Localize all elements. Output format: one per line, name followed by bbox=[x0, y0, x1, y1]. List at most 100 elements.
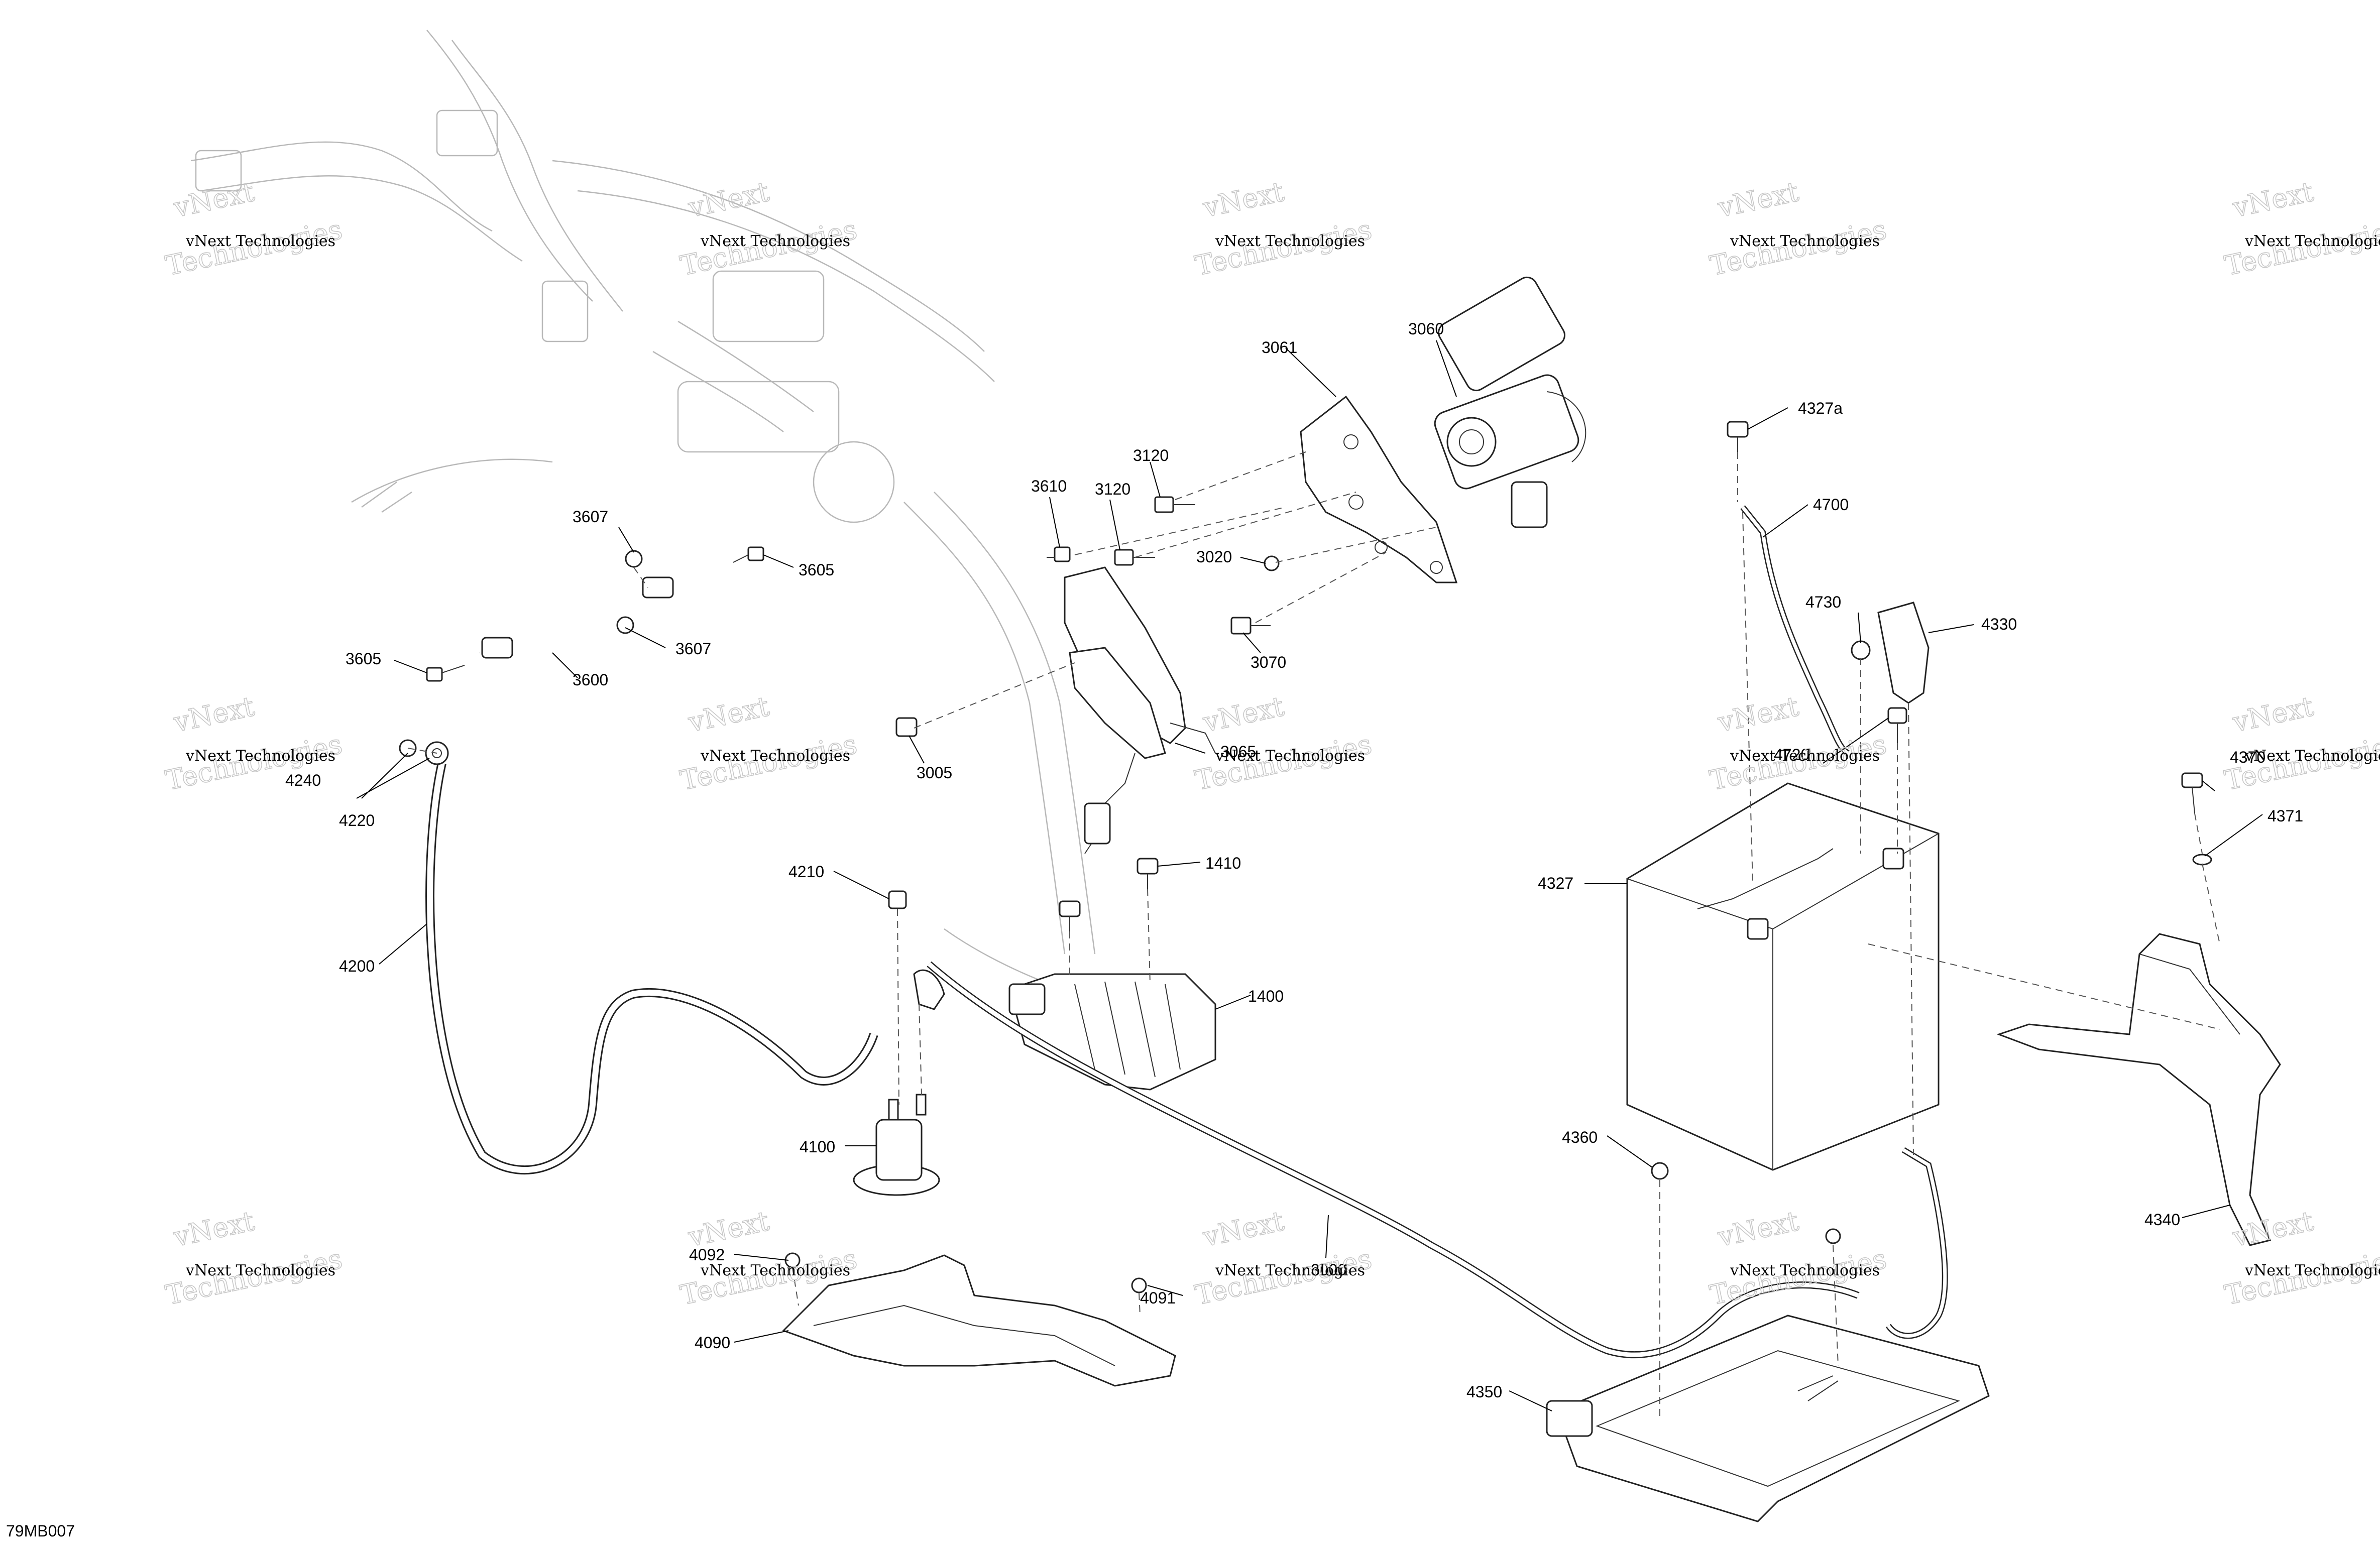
svg-text:vNext Technologies: vNext Technologies bbox=[700, 232, 850, 250]
callout-3060: 3060 bbox=[1408, 320, 1444, 338]
svg-text:vNext: vNext bbox=[1715, 1205, 1801, 1253]
svg-text:vNext: vNext bbox=[685, 176, 772, 224]
fusebox-3065 bbox=[1064, 566, 1216, 854]
cable-negative bbox=[1886, 1147, 1948, 1339]
battery-4327 bbox=[1626, 782, 1940, 1171]
callout-4100: 4100 bbox=[800, 1138, 835, 1156]
nut-4210 bbox=[888, 890, 907, 909]
screw-4370 bbox=[2181, 772, 2203, 814]
callout-4720: 4720 bbox=[1774, 746, 1809, 764]
callout-3120b: 3120 bbox=[1095, 480, 1130, 498]
watermark: vNext Technologies vNext Technologies bbox=[1707, 690, 1889, 797]
bolt-3610 bbox=[1047, 546, 1071, 562]
bracket-3061 bbox=[1300, 395, 1458, 583]
watermark: vNext Technologies vNext Technologies bbox=[1192, 175, 1375, 282]
solenoid-4100 bbox=[853, 1094, 940, 1196]
nut-3607a bbox=[625, 550, 643, 568]
callout-4091: 4091 bbox=[1140, 1289, 1176, 1307]
svg-text:vNext Technologies: vNext Technologies bbox=[1730, 1262, 1880, 1279]
svg-text:vNext: vNext bbox=[1200, 690, 1287, 739]
svg-text:vNext: vNext bbox=[170, 690, 257, 739]
alignment-lines bbox=[407, 451, 2220, 1416]
callout-4370: 4370 bbox=[2230, 748, 2265, 766]
callout-4327: 4327 bbox=[1538, 874, 1573, 892]
svg-text:vNext Technologies: vNext Technologies bbox=[1730, 747, 1880, 765]
bolt-3005 bbox=[895, 717, 918, 737]
callout-4340: 4340 bbox=[2144, 1211, 2180, 1229]
svg-text:vNext Technologies: vNext Technologies bbox=[700, 1262, 850, 1279]
callout-3610: 3610 bbox=[1031, 477, 1067, 495]
cover-4330 bbox=[1877, 602, 1930, 704]
svg-text:vNext: vNext bbox=[1715, 690, 1801, 739]
bolt-4327a bbox=[1727, 421, 1749, 457]
nut-4730 bbox=[1851, 640, 1871, 660]
watermark: vNext Technologies vNext Technologies bbox=[162, 1205, 345, 1312]
callout-labels: 3060 3061 3120 3610 3120 3020 3070 3607 … bbox=[285, 320, 2303, 1401]
callout-3605a: 3605 bbox=[799, 561, 834, 579]
watermark: vNext Technologies vNext Technologies bbox=[1192, 690, 1375, 797]
screw-4360 bbox=[1651, 1162, 1669, 1180]
nut-3020 bbox=[1264, 555, 1280, 571]
svg-text:vNext: vNext bbox=[170, 1205, 257, 1253]
callout-3070: 3070 bbox=[1251, 653, 1286, 671]
washer-4371 bbox=[2192, 854, 2212, 866]
svg-text:vNext Technologies: vNext Technologies bbox=[1215, 232, 1365, 250]
screw-4091 bbox=[1131, 1277, 1147, 1293]
watermark: vNext Technologies vNext Technologies bbox=[1707, 175, 1889, 282]
watermark: vNext Technologies vNext Technologies bbox=[677, 175, 860, 282]
svg-text:vNext Technologies: vNext Technologies bbox=[185, 232, 335, 250]
callout-3005: 3005 bbox=[917, 764, 952, 782]
callout-4360: 4360 bbox=[1562, 1128, 1598, 1146]
cable-3600 bbox=[479, 576, 674, 659]
svg-text:vNext: vNext bbox=[1200, 1205, 1287, 1253]
watermark: vNext Technologies vNext Technologies bbox=[2221, 1205, 2380, 1312]
callout-4327a: 4327a bbox=[1798, 399, 1843, 417]
svg-text:vNext Technologies: vNext Technologies bbox=[1215, 747, 1365, 765]
callout-3600: 3600 bbox=[573, 671, 608, 689]
watermark: vNext Technologies vNext Technologies bbox=[677, 690, 860, 797]
svg-text:vNext: vNext bbox=[1200, 176, 1287, 224]
svg-text:vNext: vNext bbox=[2229, 176, 2316, 224]
watermark: vNext Technologies vNext Technologies bbox=[1707, 1205, 1889, 1312]
watermark: vNext Technologies vNext Technologies bbox=[162, 175, 345, 282]
bolt-3605b bbox=[426, 665, 465, 682]
callout-4200: 4200 bbox=[339, 957, 375, 975]
actuator-3060 bbox=[1434, 276, 1586, 528]
screw-1410 bbox=[1059, 858, 1159, 931]
svg-text:vNext: vNext bbox=[2229, 690, 2316, 739]
callout-4090: 4090 bbox=[695, 1334, 730, 1352]
callout-4700: 4700 bbox=[1813, 496, 1849, 514]
callout-4220: 4220 bbox=[339, 811, 375, 829]
callout-3607a: 3607 bbox=[573, 508, 608, 526]
bracket-4340 bbox=[1996, 933, 2281, 1246]
leader-lines bbox=[356, 340, 2263, 1411]
svg-text:vNext Technologies: vNext Technologies bbox=[1215, 1262, 1365, 1279]
callout-1410: 1410 bbox=[1205, 854, 1241, 872]
callout-3000: 3000 bbox=[1311, 1261, 1346, 1279]
callout-4730: 4730 bbox=[1805, 593, 1841, 611]
bolt-3120b bbox=[1114, 549, 1155, 566]
svg-text:vNext: vNext bbox=[685, 1205, 772, 1253]
callout-4371: 4371 bbox=[2268, 807, 2303, 825]
svg-text:vNext: vNext bbox=[685, 690, 772, 739]
callout-4210: 4210 bbox=[788, 863, 824, 881]
bolt-3605a bbox=[733, 546, 764, 563]
callout-4240: 4240 bbox=[285, 771, 321, 789]
svg-text:vNext: vNext bbox=[170, 176, 257, 224]
svg-text:vNext Technologies: vNext Technologies bbox=[1730, 232, 1880, 250]
diagram-code: 79MB007 bbox=[6, 1522, 75, 1540]
cap-4100 bbox=[913, 969, 945, 1010]
svg-text:vNext Technologies: vNext Technologies bbox=[2244, 747, 2380, 765]
callout-4350: 4350 bbox=[1466, 1383, 1502, 1401]
callout-4330: 4330 bbox=[1981, 615, 2017, 633]
harness-3000 bbox=[927, 961, 1860, 1359]
callout-3065: 3065 bbox=[1220, 743, 1256, 761]
regulator-1400 bbox=[1008, 973, 1216, 1091]
bolt-3120a bbox=[1154, 496, 1195, 513]
cable-4200 bbox=[425, 762, 878, 1174]
callout-1400: 1400 bbox=[1248, 987, 1284, 1005]
callout-3020: 3020 bbox=[1196, 548, 1232, 566]
callout-3061: 3061 bbox=[1262, 338, 1297, 357]
callout-3120a: 3120 bbox=[1133, 446, 1169, 464]
